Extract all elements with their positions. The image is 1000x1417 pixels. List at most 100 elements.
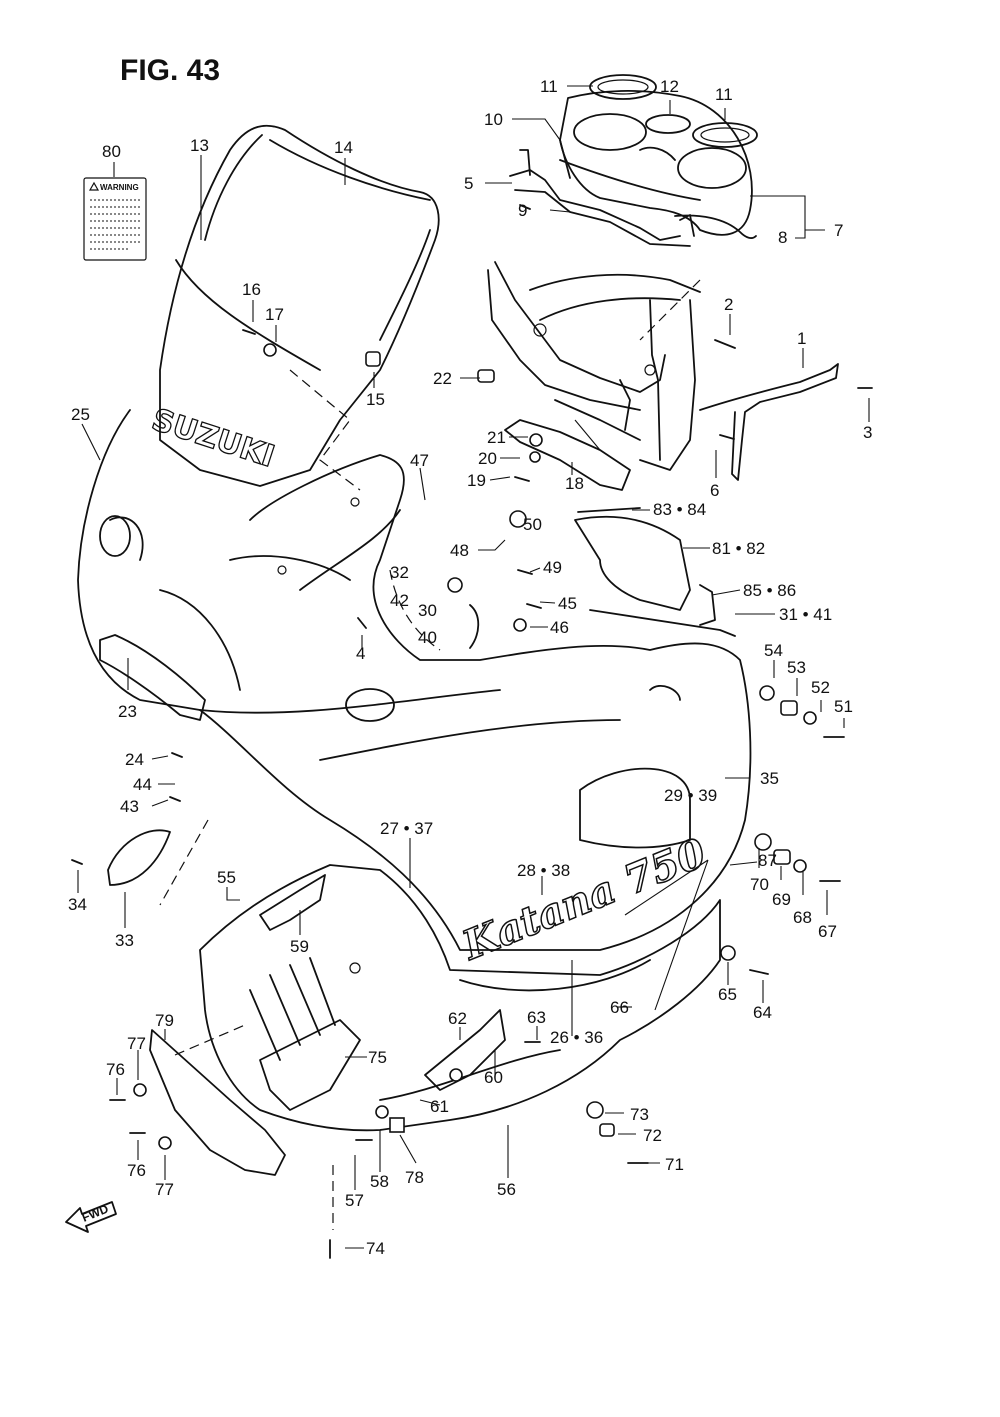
callout-63: 63 — [527, 1008, 546, 1027]
callout-80: 80 — [102, 142, 121, 161]
callout-73: 73 — [630, 1105, 649, 1124]
figure-title: FIG. 43 — [120, 54, 220, 87]
callout-8: 8 — [778, 228, 787, 247]
callout-74: 74 — [366, 1239, 385, 1258]
cushion-strip — [674, 214, 757, 239]
callout-23: 23 — [118, 702, 137, 721]
callout-44: 44 — [133, 775, 152, 794]
callout-28-38: 28 • 38 — [517, 861, 570, 880]
callout-7: 7 — [834, 221, 843, 240]
mounting-plate — [504, 419, 631, 491]
leader-lines — [77, 85, 870, 1249]
callout-62: 62 — [448, 1009, 467, 1028]
cowling-body — [77, 409, 752, 951]
callout-9: 9 — [518, 201, 527, 220]
callout-30: 30 — [418, 601, 437, 620]
callout-24: 24 — [125, 750, 144, 769]
callout-43: 43 — [120, 797, 139, 816]
callout-75: 75 — [368, 1048, 387, 1067]
hardware-fasteners — [133, 343, 817, 1150]
callout-61: 61 — [430, 1097, 449, 1116]
callout-58: 58 — [370, 1172, 389, 1191]
callout-79: 79 — [155, 1011, 174, 1030]
callout-60: 60 — [484, 1068, 503, 1087]
assembly-dashed-lines — [159, 279, 701, 1230]
callout-52: 52 — [811, 678, 830, 697]
side-bracket — [699, 363, 839, 481]
callout-21: 21 — [487, 428, 506, 447]
callout-3: 3 — [863, 423, 872, 442]
forward-direction-arrow: FWD — [65, 1201, 117, 1233]
callout-68: 68 — [793, 908, 812, 927]
callout-11: 11 — [715, 85, 733, 104]
callout-57: 57 — [345, 1191, 364, 1210]
trim-end — [699, 584, 716, 626]
inner-panel — [574, 515, 691, 611]
callout-20: 20 — [478, 449, 497, 468]
callout-33: 33 — [115, 931, 134, 950]
callout-67: 67 — [818, 922, 837, 941]
callout-85-86: 85 • 86 — [743, 581, 796, 600]
callout-31-41: 31 • 41 — [779, 605, 832, 624]
lower-cowling: Katana 750 — [199, 828, 721, 1132]
callout-2: 2 — [724, 295, 733, 314]
callout-29-39: 29 • 39 — [664, 786, 717, 805]
callout-6: 6 — [710, 481, 719, 500]
upper-bracket — [259, 874, 326, 931]
callout-46: 46 — [550, 618, 569, 637]
callout-65: 65 — [718, 985, 737, 1004]
callout-47: 47 — [410, 451, 429, 470]
callout-1: 1 — [797, 329, 806, 348]
callout-25: 25 — [71, 405, 90, 424]
cowling-model-graphic: Katana 750 — [455, 829, 712, 969]
callout-10: 10 — [484, 110, 503, 129]
callout-13: 13 — [190, 136, 209, 155]
callout-32: 32 — [390, 563, 409, 582]
hardware-bolts — [71, 204, 873, 1259]
callout-56: 56 — [497, 1180, 516, 1199]
callout-5: 5 — [464, 174, 473, 193]
callout-49: 49 — [543, 558, 562, 577]
callout-76: 76 — [106, 1060, 125, 1079]
warning-label: WARNING — [83, 177, 147, 261]
callout-16: 16 — [242, 280, 261, 299]
callout-72: 72 — [643, 1126, 662, 1145]
callout-70: 70 — [750, 875, 769, 894]
callout-66: 66 — [610, 998, 629, 1017]
callout-87: 87 — [758, 851, 777, 870]
callout-34: 34 — [68, 895, 87, 914]
callout-35: 35 — [760, 769, 779, 788]
blank-cover — [107, 829, 171, 886]
callout-54: 54 — [764, 641, 783, 660]
callout-22: 22 — [433, 369, 452, 388]
inner-panel-edge — [577, 507, 641, 513]
callout-40: 40 — [418, 628, 437, 647]
windscreen-brand: SUZUKI — [148, 402, 279, 474]
callout-48: 48 — [450, 541, 469, 560]
trim-strip — [589, 609, 736, 637]
callout-18: 18 — [565, 474, 584, 493]
callout-27-37: 27 • 37 — [380, 819, 433, 838]
callout-81-82: 81 • 82 — [712, 539, 765, 558]
callout-69: 69 — [772, 890, 791, 909]
callout-71: 71 — [665, 1155, 684, 1174]
callout-59: 59 — [290, 937, 309, 956]
callout-55: 55 — [217, 868, 236, 887]
windscreen: SUZUKI — [147, 124, 440, 487]
callout-77: 77 — [155, 1180, 174, 1199]
meter-cover — [559, 74, 758, 236]
headlight-cover — [99, 634, 206, 721]
callout-51: 51 — [834, 697, 853, 716]
callout-labels: 11 12 11 10 80 13 14 5 7 9 8 16 17 2 1 1… — [68, 77, 872, 1258]
callout-17: 17 — [265, 305, 284, 324]
callout-4: 4 — [356, 644, 365, 663]
callout-26-36: 26 • 36 — [550, 1028, 603, 1047]
cowling-brace — [487, 261, 701, 471]
callout-50: 50 — [523, 515, 542, 534]
callout-45: 45 — [558, 594, 577, 613]
lower-bracket — [424, 1009, 506, 1091]
callout-53: 53 — [787, 658, 806, 677]
meter-bracket — [509, 149, 695, 247]
warning-label-heading: WARNING — [100, 183, 139, 192]
